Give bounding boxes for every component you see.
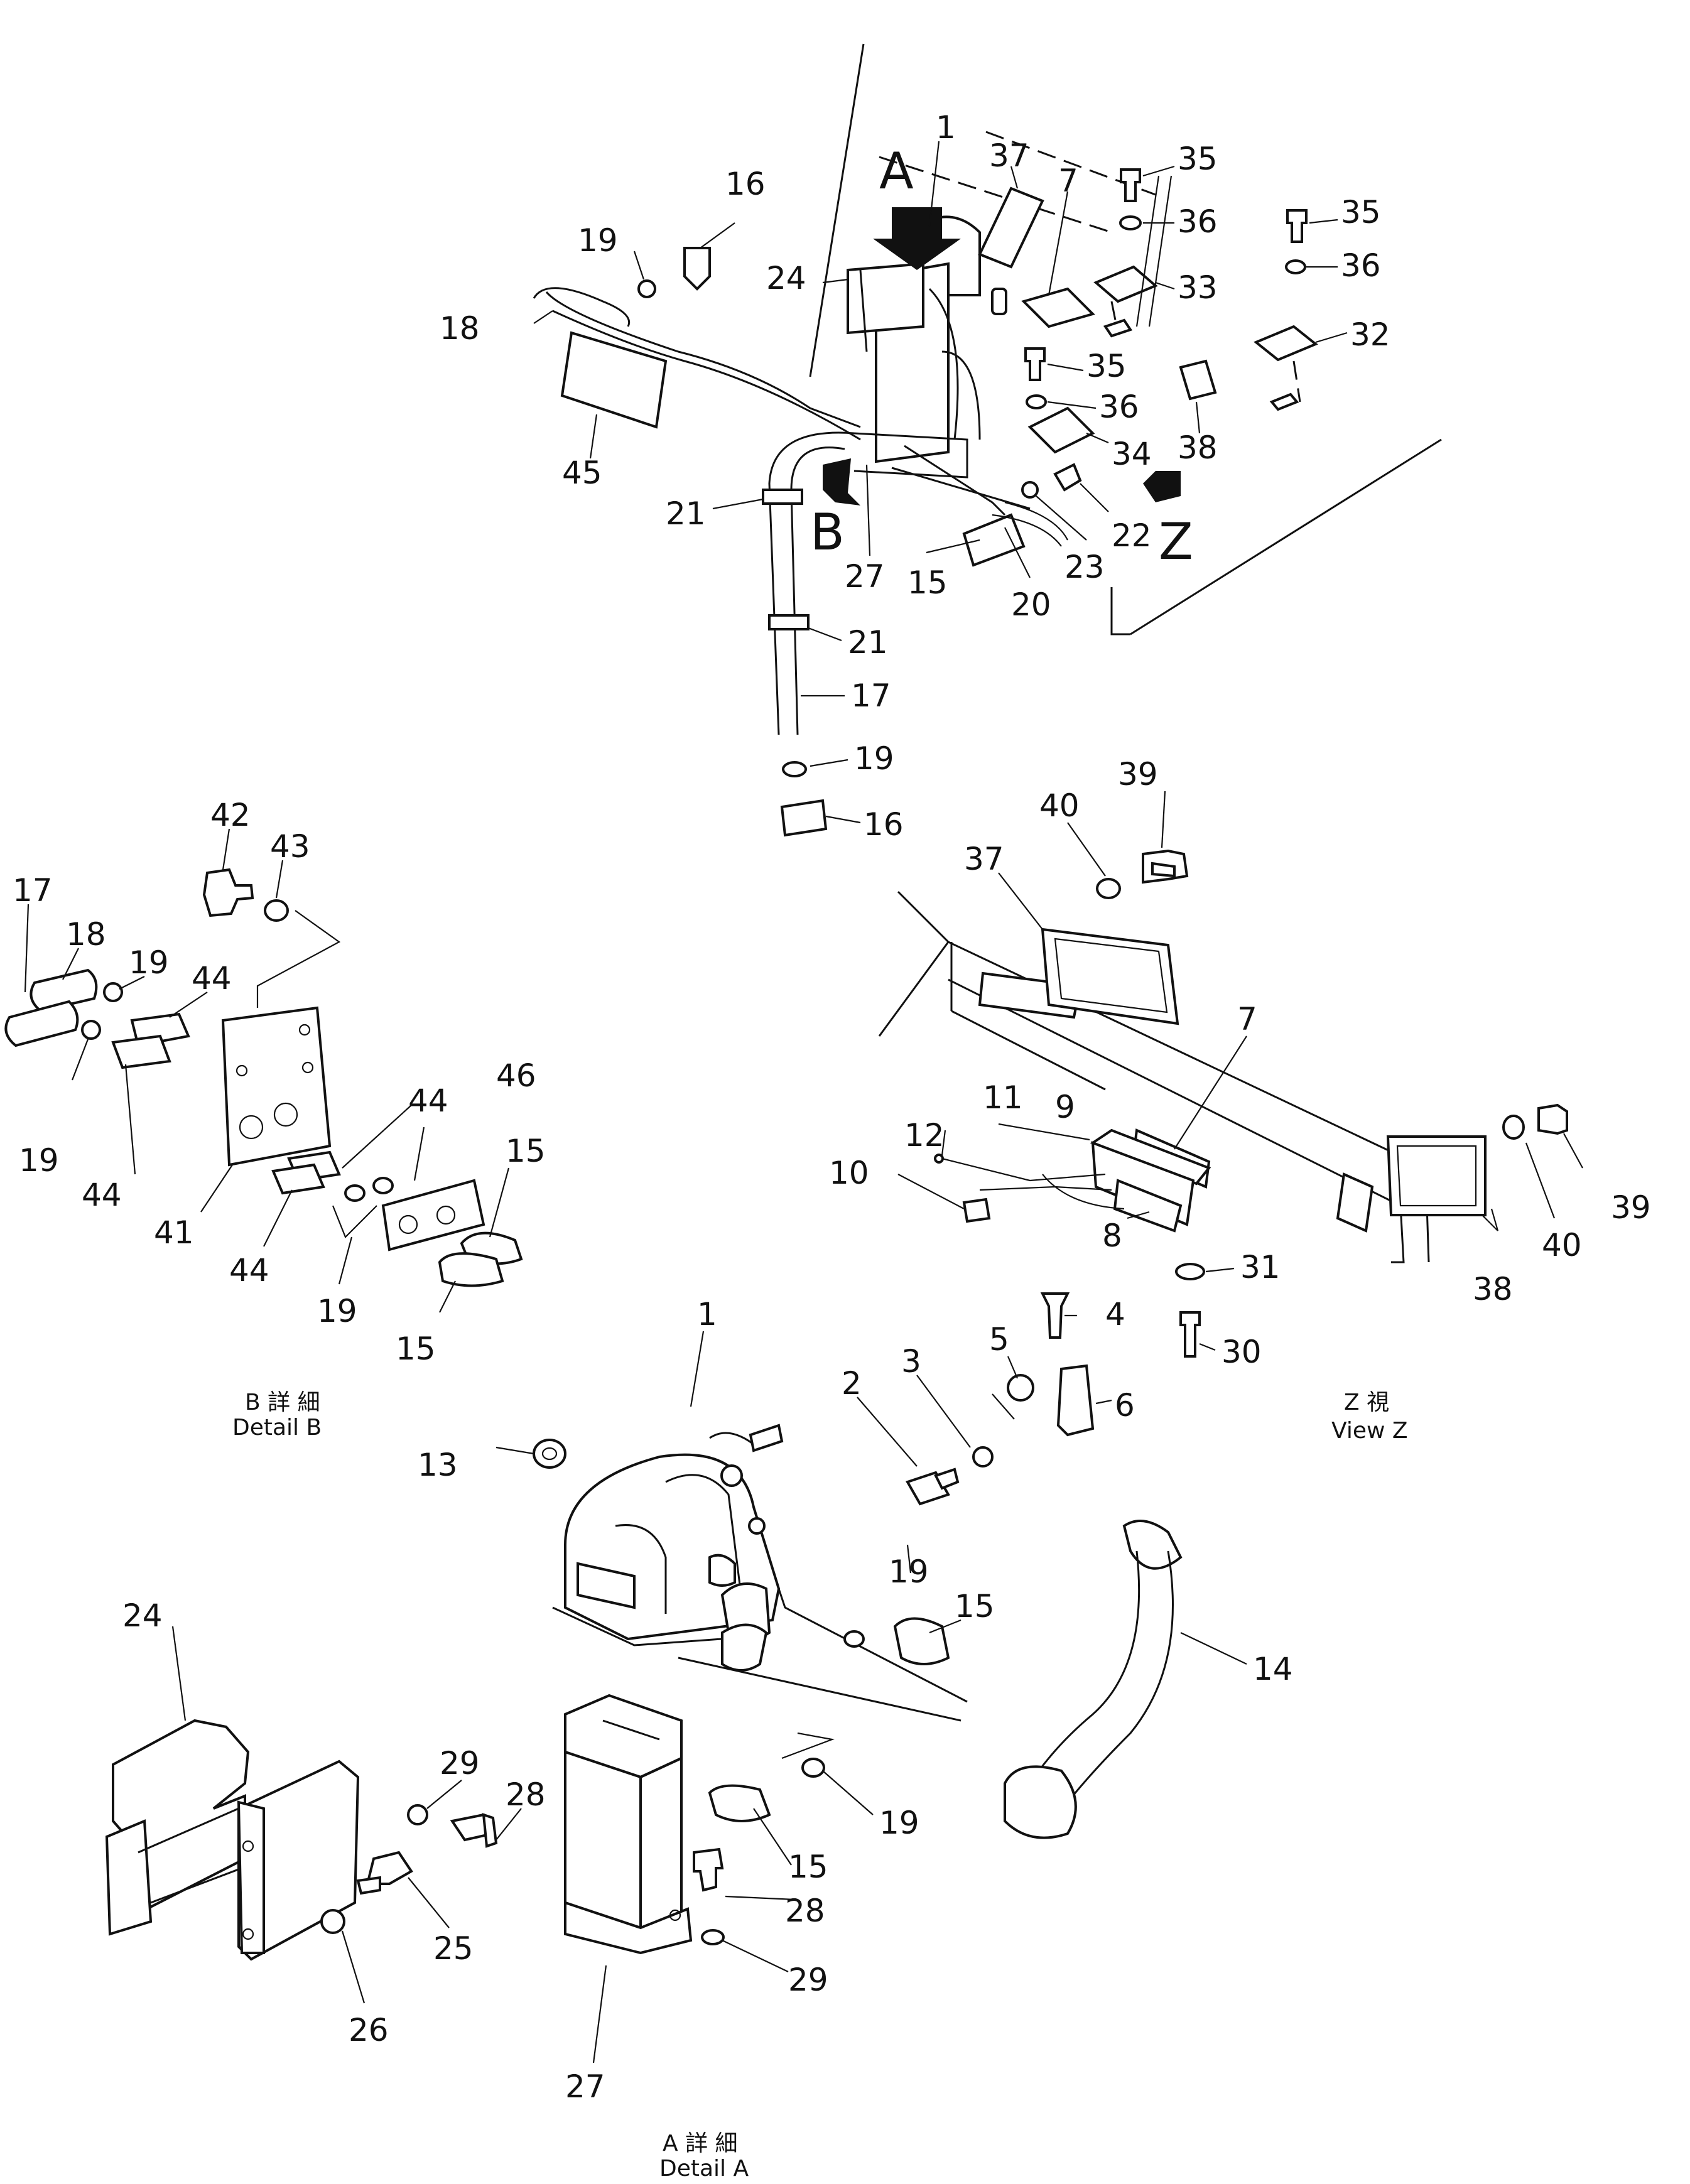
callout-16: 16 [864,806,904,843]
callout-34: 34 [1112,436,1152,472]
callout-18: 18 [440,310,480,347]
callout-44: 44 [82,1177,122,1213]
callout-46: 46 [496,1057,536,1094]
callout-15: 15 [396,1331,436,1367]
callout-19: 19 [854,740,894,777]
callout-31: 31 [1240,1249,1281,1285]
view-z-assembly [878,791,1583,1437]
callout-26: 26 [349,2012,389,2048]
callout-19: 19 [889,1554,929,1590]
callout-38: 38 [1473,1271,1513,1307]
callout-7: 7 [1237,1001,1257,1037]
callout-13: 13 [418,1447,458,1483]
main-assembly [533,43,1442,837]
callout-45: 45 [562,455,602,491]
callout-18: 18 [66,916,106,953]
callout-23: 23 [1064,549,1105,585]
callout-labels-main: A B Z 1 37 7 35 36 33 35 36 32 35 36 34 … [440,109,1390,843]
callout-22: 22 [1112,517,1152,554]
callout-17: 17 [13,872,53,909]
callout-17: 17 [851,678,891,714]
callout-19: 19 [129,944,169,981]
caption-detail-a-jp: A 詳 細 [663,2131,738,2156]
callout-38: 38 [1178,430,1218,466]
detail-b-assembly [4,828,523,1313]
callout-8: 8 [1102,1218,1122,1254]
callout-14: 14 [1253,1651,1293,1687]
caption-view-z-jp: Z 視 [1344,1390,1389,1415]
caption-detail-b-jp: B 詳 細 [245,1390,320,1415]
callout-labels-view-z: 39 40 37 7 11 9 12 10 8 31 4 30 5 6 39 4… [829,756,1651,1444]
callout-15: 15 [955,1588,995,1624]
callout-27: 27 [845,558,885,595]
callout-43: 43 [270,828,310,865]
caption-detail-a-en: Detail A [659,2156,749,2181]
callout-41: 41 [154,1214,194,1251]
callout-28: 28 [785,1893,825,1929]
callout-1: 1 [936,109,956,146]
callout-15: 15 [788,1849,828,1885]
callout-36: 36 [1178,203,1218,240]
callout-labels-detail-b: 42 43 17 18 19 44 19 44 41 44 44 46 15 1… [13,797,546,1441]
callout-30: 30 [1221,1334,1262,1370]
callout-2: 2 [842,1365,862,1402]
callout-36: 36 [1341,247,1381,284]
callout-29: 29 [440,1745,480,1781]
callout-4: 4 [1105,1296,1125,1333]
view-marker-a: A [879,142,914,200]
callout-15: 15 [506,1133,546,1169]
detail-a-assembly [105,1331,1247,2063]
callout-44: 44 [408,1083,448,1119]
caption-detail-b-en: Detail B [232,1415,322,1441]
callout-37: 37 [964,841,1004,877]
callout-12: 12 [904,1117,945,1154]
callout-36: 36 [1099,389,1139,425]
callout-33: 33 [1178,269,1218,306]
callout-3: 3 [901,1343,921,1380]
callout-20: 20 [1011,587,1051,623]
callout-11: 11 [983,1079,1023,1116]
callout-37: 37 [989,138,1029,174]
callout-39: 39 [1611,1189,1651,1226]
callout-39: 39 [1118,756,1158,792]
callout-27: 27 [565,2068,605,2105]
callout-44: 44 [229,1252,269,1289]
callout-9: 9 [1055,1089,1075,1125]
callout-44: 44 [192,960,232,997]
callout-19: 19 [19,1142,59,1179]
callout-19: 19 [578,222,618,259]
view-marker-b: B [810,503,845,561]
callout-35: 35 [1341,194,1381,230]
callout-16: 16 [725,166,766,202]
callout-24: 24 [122,1597,163,1634]
callout-24: 24 [766,260,806,296]
callout-29: 29 [788,1962,828,1998]
callout-28: 28 [506,1776,546,1813]
callout-40: 40 [1039,787,1080,824]
callout-25: 25 [433,1930,474,1967]
caption-view-z-en: View Z [1331,1418,1408,1444]
callout-42: 42 [210,797,251,833]
callout-labels-detail-a: 1 13 2 3 19 15 14 24 29 28 25 26 27 19 1… [122,1296,1293,2181]
callout-35: 35 [1086,348,1127,384]
callout-21: 21 [848,624,888,661]
callout-15: 15 [907,565,948,601]
callout-40: 40 [1542,1227,1582,1263]
callout-35: 35 [1178,141,1218,177]
callout-19: 19 [317,1293,357,1329]
callout-32: 32 [1350,316,1390,353]
callout-10: 10 [829,1155,869,1191]
callout-5: 5 [989,1321,1009,1358]
callout-21: 21 [666,495,706,532]
callout-6: 6 [1115,1387,1135,1424]
view-marker-z: Z [1159,512,1193,571]
callout-1: 1 [697,1296,717,1333]
callout-19: 19 [879,1805,919,1841]
callout-7: 7 [1058,163,1078,199]
